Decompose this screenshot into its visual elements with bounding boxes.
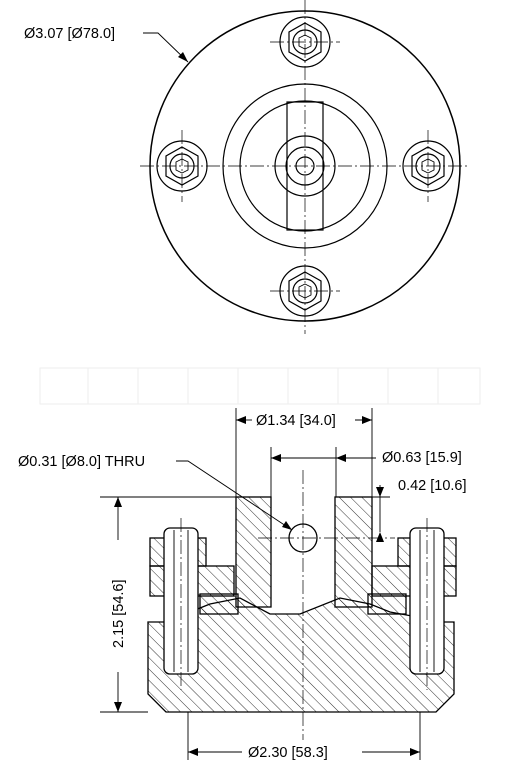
separator-band [39,367,481,405]
left-flange-lower [199,593,239,615]
inner-diameter-label: Ø0.63 [15.9] [382,450,462,466]
hub-left-wall [235,496,272,608]
neck-depth-label: 0.42 [10.6] [398,478,467,494]
height-label: 2.15 [54.6] [111,579,127,648]
right-flange-lower [367,593,407,615]
hub-right-wall [334,496,373,608]
top-view: Ø3.07 [Ø78.0] [24,0,468,334]
section-view: Ø1.34 [34.0] Ø0.63 [15.9] 0.42 [10.6] Ø0… [18,408,467,761]
hole-label: Ø0.31 [Ø8.0] THRU [18,454,145,470]
base-diameter-label: Ø2.30 [58.3] [248,745,328,761]
bore-diameter-label: Ø1.34 [34.0] [256,413,336,429]
outer-diameter-label: Ø3.07 [Ø78.0] [24,26,115,42]
